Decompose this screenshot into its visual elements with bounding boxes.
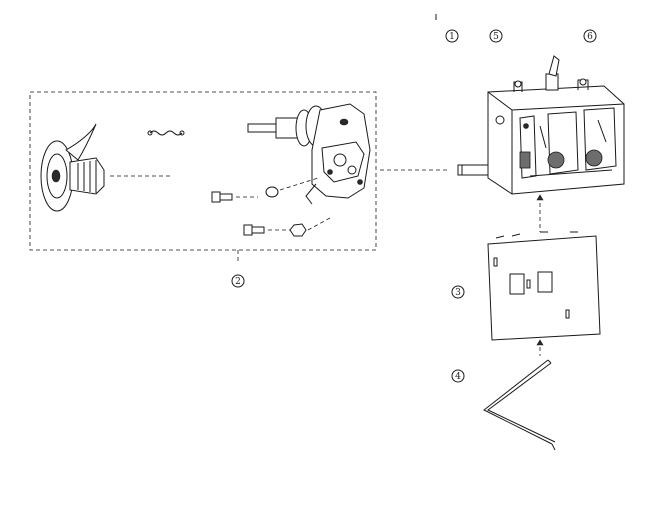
spring-link-part	[147, 130, 185, 136]
sub-assembly-group-2	[29, 91, 450, 262]
nut-lower	[289, 217, 331, 237]
top-post-left	[513, 80, 523, 92]
mounting-plate-part	[487, 231, 601, 356]
shaft-bracket-part	[247, 103, 371, 205]
callout-4: 4	[451, 369, 465, 383]
callout-1: 1	[445, 29, 459, 43]
svg-text:4: 4	[455, 372, 461, 382]
screw-upper	[211, 191, 258, 203]
svg-text:6: 6	[587, 32, 593, 42]
callout-3: 3	[451, 285, 465, 299]
callout-5: 5	[489, 29, 503, 43]
svg-text:5: 5	[493, 32, 499, 42]
svg-text:2: 2	[235, 277, 241, 287]
wire-bracket-part	[483, 359, 556, 451]
callout-2: 2	[231, 274, 245, 288]
callout-6: 6	[583, 29, 597, 43]
screw-lower	[243, 224, 290, 236]
hook-wheel-part	[40, 123, 172, 212]
svg-text:1: 1	[449, 32, 455, 42]
main-housing-block	[457, 55, 625, 232]
svg-text:3: 3	[455, 288, 461, 298]
top-post-right	[577, 78, 589, 90]
washer-upper	[265, 177, 319, 198]
toggle-switch-part	[545, 55, 560, 91]
